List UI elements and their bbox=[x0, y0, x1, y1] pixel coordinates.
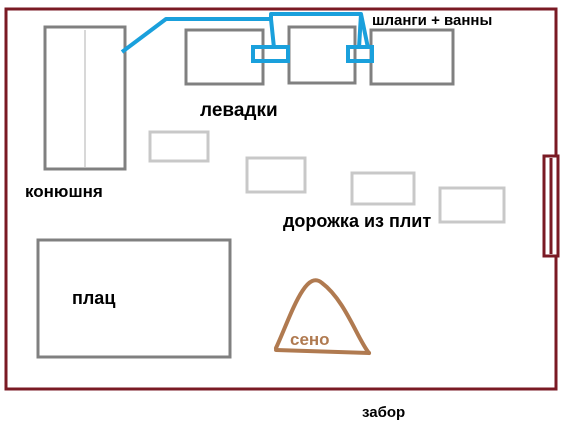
paddock-1 bbox=[184, 28, 265, 86]
label-arena: плац bbox=[72, 288, 115, 308]
water-trough-2 bbox=[346, 45, 374, 63]
path-tile-1 bbox=[148, 130, 210, 163]
water-trough-1 bbox=[251, 45, 290, 63]
label-hoses: шланги + ванны bbox=[372, 12, 492, 29]
label-paddocks: левадки bbox=[200, 100, 278, 121]
paddock-3 bbox=[369, 28, 455, 86]
hose-line bbox=[120, 12, 370, 54]
label-fence: забор bbox=[362, 404, 405, 421]
label-path: дорожка из плит bbox=[283, 211, 431, 231]
label-hay: сено bbox=[290, 330, 330, 349]
path-tile-4 bbox=[438, 186, 506, 224]
stable-building bbox=[43, 25, 127, 171]
arena bbox=[36, 238, 232, 359]
hose-branch-1 bbox=[269, 18, 276, 49]
hose-branch-2 bbox=[357, 13, 363, 49]
path-tile-2 bbox=[245, 156, 307, 194]
hay-base bbox=[274, 348, 371, 355]
paddock-2 bbox=[287, 25, 357, 85]
hay-pile bbox=[274, 278, 371, 355]
path-tile-3 bbox=[350, 171, 416, 206]
label-stable: конюшня bbox=[25, 182, 103, 201]
